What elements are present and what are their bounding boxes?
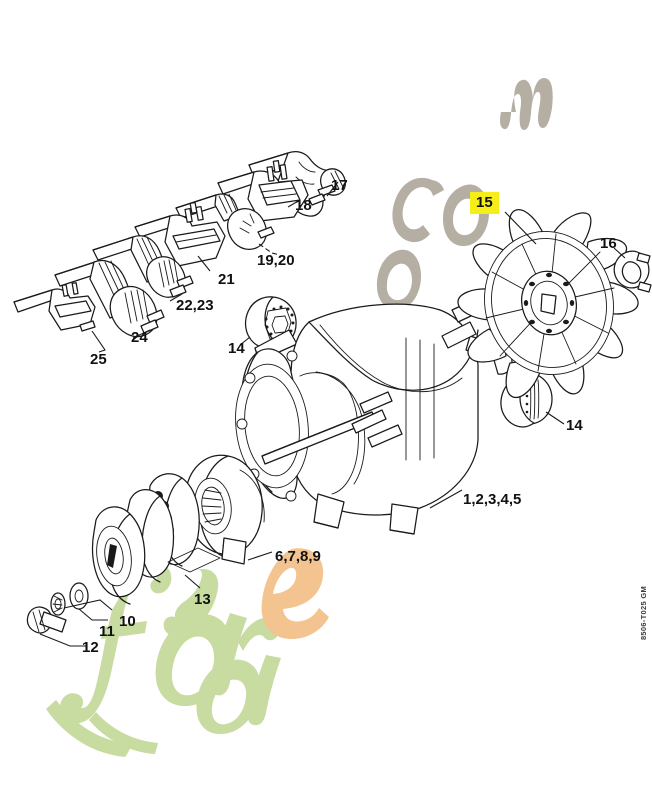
callout-18: 18: [295, 197, 312, 214]
leader-11: [78, 608, 108, 621]
callout-14-left: 14: [228, 340, 245, 357]
leader-21: [197, 255, 211, 272]
plug-18: [217, 160, 309, 222]
drawing-reference-code: 8506-T025 GM: [639, 586, 648, 641]
callout-13: 13: [194, 591, 211, 608]
callout-19-20: 19,20: [257, 252, 295, 269]
plug-25: [13, 282, 96, 332]
callout-6-7-8-9: 6,7,8,9: [275, 548, 321, 565]
leader-10: [63, 599, 113, 611]
plug-22-23: [92, 235, 194, 298]
callout-24: 24: [131, 329, 148, 346]
callout-1-2-3-4-5: 1,2,3,4,5: [463, 491, 522, 508]
callout-11: 11: [99, 623, 115, 640]
plug-21: [134, 201, 226, 267]
callout-10: 10: [119, 613, 136, 630]
leader-15: [504, 211, 537, 245]
watermark-letter-e: [261, 548, 329, 640]
leader-1-2-3-4-5: [429, 489, 463, 509]
lock-washer-10: [50, 592, 66, 616]
callout-12: 12: [82, 639, 99, 656]
plug-24: [54, 259, 165, 338]
leader-17: [326, 181, 339, 197]
bolt-12: [26, 606, 67, 634]
bearing-stack-13: [91, 473, 221, 605]
watermark-tail-letters: [46, 568, 281, 757]
callout-16: 16: [600, 235, 617, 252]
leader-13: [184, 574, 201, 589]
callout-17: 17: [331, 177, 348, 194]
leader-18: [287, 199, 301, 208]
leader-14-right: [545, 411, 565, 425]
callout-22-23: 22,23: [176, 297, 214, 314]
callout-25: 25: [90, 351, 107, 368]
callout-21: 21: [218, 271, 235, 288]
leader-24: [132, 329, 151, 339]
leader-22-23: [169, 293, 183, 302]
end-bell-6-7-8-9: [185, 454, 265, 565]
leader-16: [613, 247, 626, 259]
circlip-16: [613, 250, 652, 293]
washer-11: [69, 582, 89, 610]
leader-12: [39, 633, 86, 647]
leader-14-left: [239, 336, 251, 346]
cooling-fan-15: [457, 209, 639, 399]
callout-15-highlighted: 15: [470, 192, 499, 214]
callout-14-right: 14: [566, 417, 583, 434]
leader-25: [91, 330, 106, 353]
leader-6-7-8-9: [247, 551, 273, 561]
